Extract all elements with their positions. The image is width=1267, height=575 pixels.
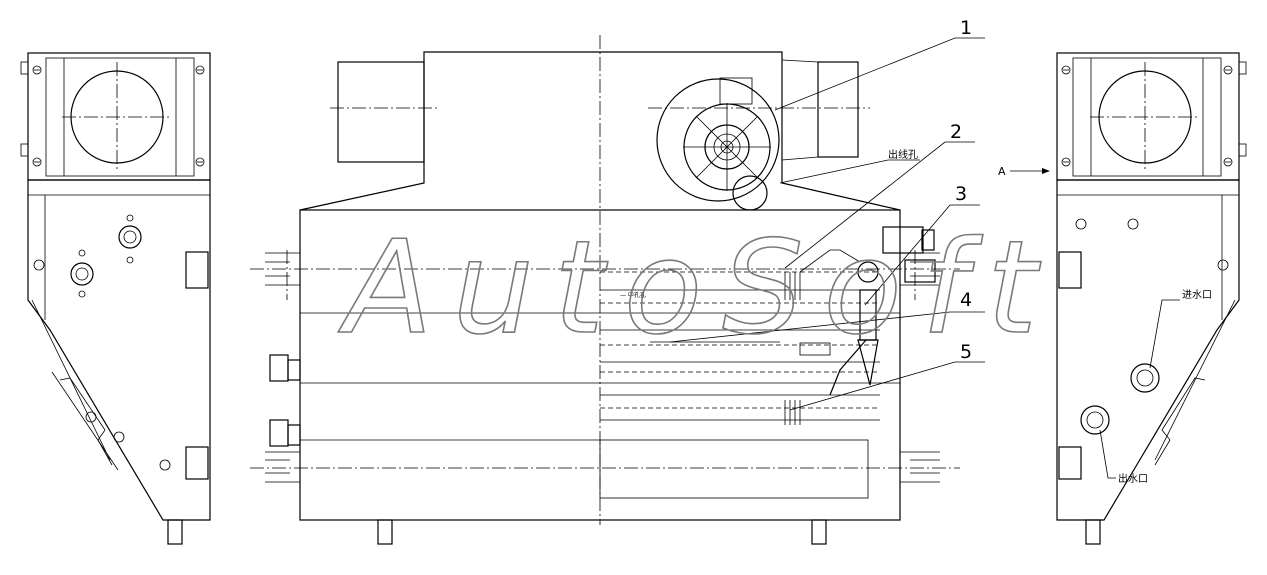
coil-fins [600, 271, 880, 425]
wire-hole-label: 出线孔 [888, 148, 918, 161]
wire-hole-circle [732, 175, 768, 211]
screw-icon [1061, 65, 1233, 167]
fitting-icon [1075, 218, 1229, 435]
callout-2: 2 [950, 121, 962, 143]
callout-leaders [669, 37, 1050, 411]
left-side-view [20, 52, 211, 545]
screw-icon [32, 65, 205, 167]
view-a-label: A [998, 165, 1006, 178]
fitting-icon [33, 214, 171, 471]
water-inlet-label: 进水口 [1182, 289, 1212, 301]
valve-assembly [799, 226, 936, 396]
right-side-view [1056, 52, 1247, 545]
blower-housing [656, 78, 780, 202]
tiny-mark-label: — 中孔孔 [620, 291, 646, 299]
callout-4: 4 [960, 289, 972, 311]
watermark: AutoSoft [338, 214, 1057, 363]
callout-5: 5 [960, 341, 972, 363]
water-outlet-label: 出水口 [1118, 472, 1148, 485]
front-view [250, 35, 960, 545]
callout-1: 1 [960, 17, 972, 39]
callout-3: 3 [955, 183, 967, 205]
